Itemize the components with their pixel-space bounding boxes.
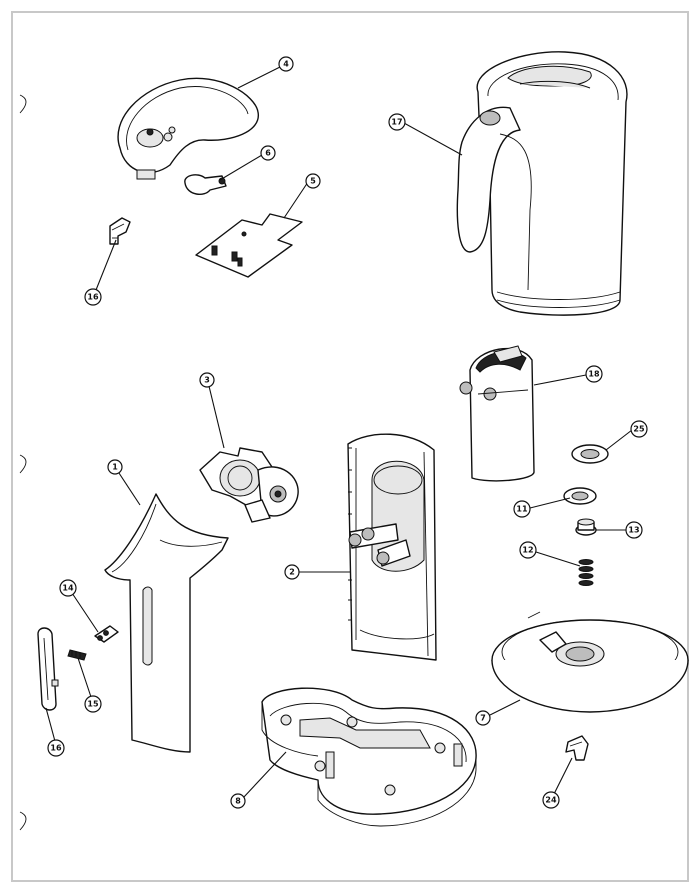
part-16-latch-bar [37,627,59,711]
part-8-base-housing [261,687,477,827]
part-4-lid-cover [117,77,259,180]
part-15-spring [67,649,87,661]
part-18-water-tank [459,345,535,482]
part-13-valve-cap [575,518,597,536]
callout-2: 2 [284,564,300,580]
callout-25: 25 [630,420,648,438]
callout-17-label: 17 [391,118,402,127]
callout-16-left-label: 16 [50,744,62,753]
callout-12: 12 [519,541,537,559]
callout-18-label: 18 [588,370,600,379]
callout-17: 17 [388,113,406,131]
callout-7: 7 [475,710,491,726]
callout-4-label: 4 [283,60,289,69]
part-25-ring-seal [571,444,609,464]
callout-1: 1 [107,459,123,475]
part-5-circuit-board [195,213,303,278]
callout-2-label: 2 [289,568,295,577]
part-24-elbow-fitting [565,735,589,761]
binder-hole-middle [19,454,27,474]
callout-4: 4 [278,56,294,72]
part-14-valve-pin [94,625,119,643]
callout-18: 18 [585,365,603,383]
callout-15-label: 15 [87,700,99,709]
callout-24: 24 [542,791,560,809]
callout-1-label: 1 [112,463,118,472]
callout-24-label: 24 [545,796,557,805]
part-11-washer [563,487,597,505]
callout-5: 5 [305,173,321,189]
callout-8-label: 8 [235,797,241,806]
binder-hole-top [19,94,27,114]
callout-5-label: 5 [310,177,316,186]
callout-12-label: 12 [522,546,533,555]
callout-15: 15 [84,695,102,713]
callout-8: 8 [230,793,246,809]
binder-hole-bottom [19,811,27,831]
callout-6-label: 6 [265,149,271,158]
callout-14: 14 [59,579,77,597]
callout-13-label: 13 [628,526,639,535]
part-3-pump-motor [199,447,299,523]
part-1-outer-shell [104,493,229,753]
callout-16-top: 16 [84,288,102,306]
part-12-spring [578,559,594,586]
callout-3: 3 [199,372,215,388]
callout-13: 13 [625,521,643,539]
callout-14-label: 14 [62,584,74,593]
part-7-base-plate [491,611,689,713]
part-2-inner-frame [347,433,437,661]
callout-16-left: 16 [47,739,65,757]
callout-7-label: 7 [480,714,486,723]
callout-11: 11 [513,500,531,518]
callout-16-top-label: 16 [87,293,99,302]
callout-3-label: 3 [204,376,210,385]
callout-6: 6 [260,145,276,161]
leader-lines [45,66,633,799]
part-6-clip [184,174,227,195]
part-16-elbow-fitting-top [109,217,131,245]
callout-11-label: 11 [516,505,528,514]
part-17-kettle-body [456,51,628,316]
callout-25-label: 25 [633,425,645,434]
